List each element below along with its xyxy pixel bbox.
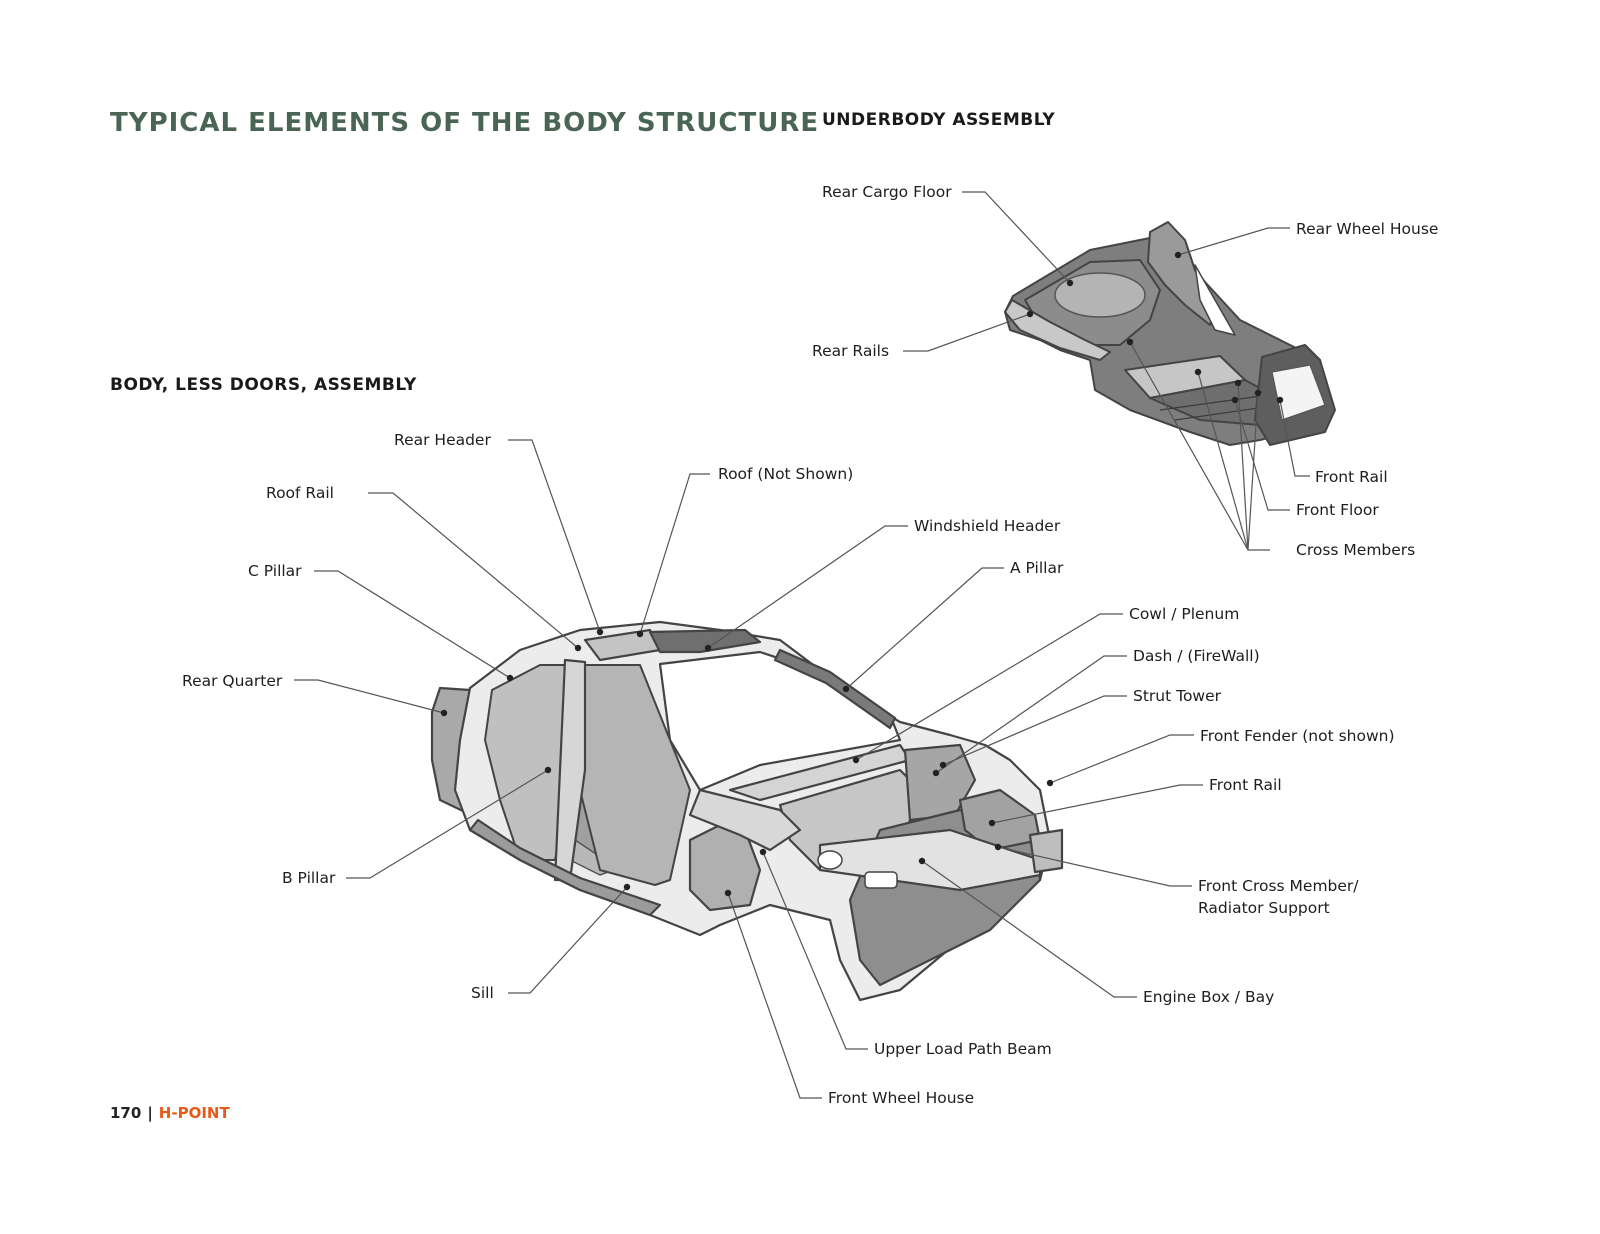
label-rear-quarter: Rear Quarter: [182, 672, 283, 690]
page-title: TYPICAL ELEMENTS OF THE BODY STRUCTURE: [110, 108, 820, 138]
leader-dots: [440, 251, 1284, 897]
label-engine-box: Engine Box / Bay: [1143, 988, 1275, 1006]
label-roof-rail: Roof Rail: [266, 484, 334, 502]
leader-line-front-rail: [991, 784, 1203, 824]
leader-line-roof: [639, 473, 710, 635]
leader-dot-upper-load-path: [759, 848, 767, 856]
label-front-wheel-house: Front Wheel House: [828, 1089, 975, 1107]
leader-line-b-pillar: [346, 769, 549, 879]
label-rear-rails: Rear Rails: [812, 342, 890, 360]
leader-line-rear-wheel-house: [1177, 227, 1290, 256]
label-upper-load-path-beam: Upper Load Path Beam: [874, 1040, 1052, 1058]
leader-dot-rear-rails: [1026, 310, 1034, 318]
label-rear-cargo-floor: Rear Cargo Floor: [822, 183, 952, 201]
label-windshield-header: Windshield Header: [914, 517, 1061, 535]
leader-lines: [294, 191, 1310, 1099]
label-radiator-support: Radiator Support: [1198, 899, 1330, 917]
leader-dot-front-rail: [988, 819, 996, 827]
body-sill: [468, 818, 662, 917]
leader-dot-front-wheel-house: [724, 889, 732, 897]
page-footer: 170 | H-POINT: [110, 1104, 230, 1122]
leader-line-ub-cross-d: [1247, 392, 1259, 551]
label-cowl-plenum: Cowl / Plenum: [1129, 605, 1240, 623]
leader-dot-cowl-plenum: [852, 756, 860, 764]
underbody-heading: UNDERBODY ASSEMBLY: [822, 110, 1056, 130]
body-strut-tower: [903, 743, 977, 822]
leader-line-upper-load-path: [762, 851, 868, 1050]
label-front-fender: Front Fender (not shown): [1200, 727, 1395, 745]
leader-line-rear-rails: [903, 313, 1031, 352]
leader-line-c-pillar: [314, 570, 511, 679]
leader-line-engine-box: [921, 860, 1137, 998]
leader-dot-rear-header: [596, 628, 604, 636]
leader-line-cowl-plenum: [855, 613, 1123, 761]
leader-dot-ub-cross-d: [1254, 389, 1262, 397]
label-c-pillar: C Pillar: [248, 562, 302, 580]
label-dash-firewall: Dash / (FireWall): [1133, 647, 1260, 665]
leader-dot-sill: [623, 883, 631, 891]
leader-line-dash-firewall: [935, 655, 1127, 774]
label-cross-members: Cross Members: [1296, 541, 1416, 559]
leader-dot-b-pillar: [544, 766, 552, 774]
body-windshield-header: [648, 628, 762, 654]
body-illustration: [430, 620, 1064, 1002]
label-front-floor: Front Floor: [1296, 501, 1379, 519]
leader-dot-ub-cross-b: [1194, 368, 1202, 376]
underbody-spare-well: [1054, 272, 1146, 318]
leader-line-rear-cargo-floor: [962, 191, 1071, 284]
page-number: 170: [110, 1104, 142, 1122]
leader-line-front-floor: [1234, 399, 1290, 511]
underbody-illustration: [1004, 221, 1336, 446]
leader-dot-rear-wheel-house: [1174, 251, 1182, 259]
label-front-cross-member: Front Cross Member/: [1198, 877, 1359, 895]
leader-dot-c-pillar: [506, 674, 514, 682]
leader-line-ub-front-rail: [1279, 399, 1310, 477]
leader-dot-rear-cargo-floor: [1066, 279, 1074, 287]
leader-dot-roof: [636, 630, 644, 638]
leader-dot-rear-quarter: [440, 709, 448, 717]
leader-dot-strut-tower: [939, 761, 947, 769]
body-upper-load-path-beam: [688, 788, 802, 852]
leader-dot-front-floor: [1231, 396, 1239, 404]
leader-line-a-pillar: [845, 567, 1004, 690]
leader-dot-a-pillar: [842, 685, 850, 693]
leader-line-ub-cross-b: [1197, 371, 1249, 551]
leader-dot-ub-front-rail: [1276, 396, 1284, 404]
leader-line-rear-quarter: [294, 679, 445, 714]
leader-dot-ub-cross-c: [1234, 379, 1242, 387]
leader-line-ub-cross-c: [1237, 382, 1249, 551]
label-b-pillar: B Pillar: [282, 869, 336, 887]
leader-dot-front-fender: [1046, 779, 1054, 787]
label-strut-tower: Strut Tower: [1133, 687, 1222, 705]
publication-name: H-POINT: [158, 1104, 230, 1122]
body-a-pillar: [773, 648, 897, 730]
leader-line-roof-rail: [368, 492, 579, 649]
label-sill: Sill: [471, 984, 494, 1002]
leader-dot-ub-cross-a: [1126, 338, 1134, 346]
label-rear-wheel-house: Rear Wheel House: [1296, 220, 1439, 238]
footer-separator: |: [147, 1104, 153, 1122]
leader-line-sill: [508, 886, 628, 994]
label-body-front-rail: Front Rail: [1209, 776, 1282, 794]
leader-line-strut-tower: [942, 695, 1127, 766]
leader-line-windshield-header: [707, 525, 908, 649]
label-a-pillar: A Pillar: [1010, 559, 1064, 577]
leader-dot-windshield-header: [704, 644, 712, 652]
leader-line-front-fender: [1049, 734, 1194, 784]
leader-line-front-cross: [997, 846, 1192, 887]
leader-dot-engine-box: [918, 857, 926, 865]
leader-line-front-wheel-house: [727, 892, 822, 1099]
body-heading: BODY, LESS DOORS, ASSEMBLY: [110, 375, 417, 395]
label-roof: Roof (Not Shown): [718, 465, 854, 483]
label-underbody-front-rail: Front Rail: [1315, 468, 1388, 486]
leader-dot-front-cross: [994, 843, 1002, 851]
leader-dot-roof-rail: [574, 644, 582, 652]
leader-dot-dash-firewall: [932, 769, 940, 777]
leader-line-rear-header: [508, 439, 601, 633]
label-rear-header: Rear Header: [394, 431, 491, 449]
